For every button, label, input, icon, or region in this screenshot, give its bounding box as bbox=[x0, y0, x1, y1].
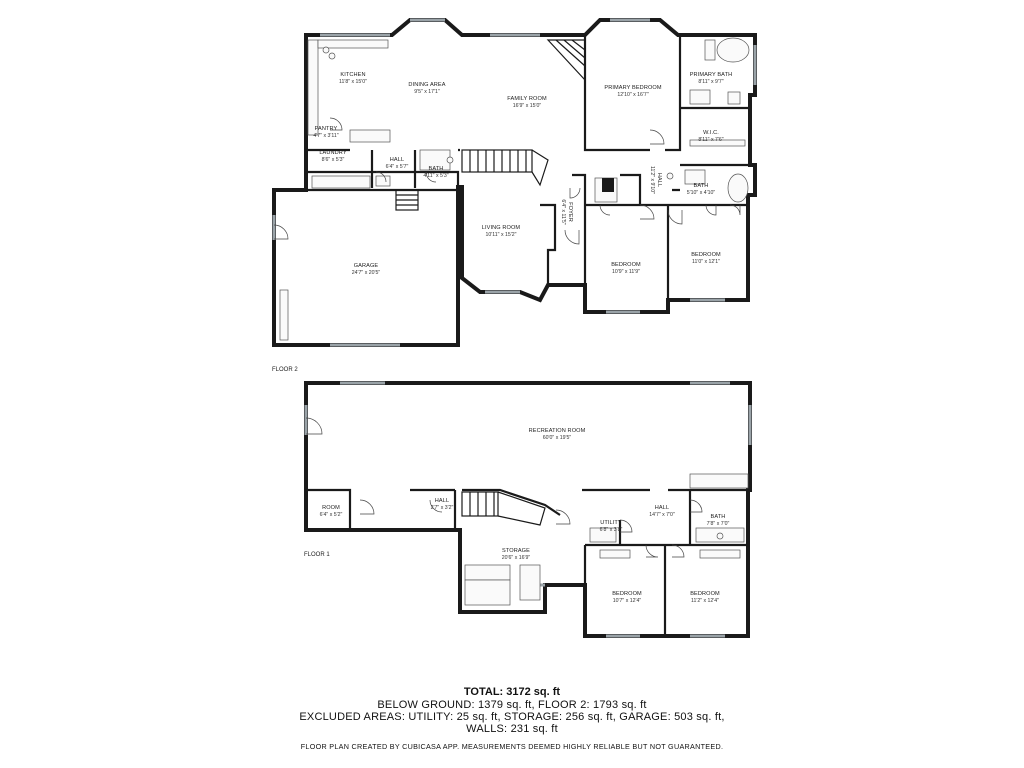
room-name: ROOM bbox=[322, 505, 340, 511]
floor1-room-labels: RECREATION ROOM 60'0" x 19'5" ROOM 6'4" … bbox=[320, 428, 730, 604]
room-name: BEDROOM bbox=[612, 591, 642, 597]
room-dim: 10'9" x 11'9" bbox=[612, 269, 640, 275]
room-dim: 8'6" x 5'3" bbox=[322, 157, 345, 163]
area-breakdown-line2: EXCLUDED AREAS: UTILITY: 25 sq. ft, STOR… bbox=[299, 711, 725, 723]
floor1-plan: RECREATION ROOM 60'0" x 19'5" ROOM 6'4" … bbox=[304, 381, 752, 638]
area-breakdown-line3: WALLS: 231 sq. ft bbox=[466, 723, 558, 735]
room-dim: 11'2" x 9'10" bbox=[649, 166, 655, 194]
room-name: DINING AREA bbox=[408, 82, 445, 88]
room-dim: 7'8" x 7'0" bbox=[707, 521, 730, 527]
floor1-outer-wall bbox=[304, 381, 752, 638]
room-dim: 10'7" x 12'4" bbox=[613, 598, 642, 604]
floor2-interior-walls bbox=[304, 35, 755, 312]
room-name: HALL bbox=[656, 173, 662, 187]
room-dim: 4'11" x 5'3" bbox=[423, 173, 448, 179]
room-name: UTILITY bbox=[600, 520, 622, 526]
room-name: RECREATION ROOM bbox=[529, 428, 586, 434]
room-dim: 8'11" x 9'7" bbox=[698, 79, 723, 85]
room-name: LAUNDRY bbox=[319, 150, 346, 156]
room-dim: 6'4" x 5'2" bbox=[320, 512, 343, 518]
room-name: STORAGE bbox=[502, 548, 530, 554]
floor1-interior-walls bbox=[306, 488, 750, 636]
room-dim: 10'11" x 15'2" bbox=[486, 232, 517, 238]
room-dim: 14'7" x 7'0" bbox=[649, 512, 675, 518]
room-dim: 20'6" x 16'9" bbox=[502, 555, 531, 561]
disclaimer: FLOOR PLAN CREATED BY CUBICASA APP. MEAS… bbox=[300, 742, 724, 751]
room-name: FOYER bbox=[567, 202, 573, 222]
room-name: PRIMARY BATH bbox=[690, 72, 733, 78]
room-dim: 8'11" x 7'6" bbox=[698, 137, 723, 143]
floor2-plan: KITCHEN 11'8" x 15'0" DINING AREA 9'5" x… bbox=[272, 18, 757, 373]
room-name: BATH bbox=[429, 166, 444, 172]
floor2-fixtures bbox=[279, 37, 750, 341]
room-name: BEDROOM bbox=[691, 252, 721, 258]
floor2-room-labels: KITCHEN 11'8" x 15'0" DINING AREA 9'5" x… bbox=[313, 72, 732, 276]
total-area: TOTAL: 3172 sq. ft bbox=[463, 686, 561, 698]
room-name: GARAGE bbox=[354, 263, 379, 269]
room-dim: 11'8" x 15'0" bbox=[339, 79, 367, 85]
room-dim: 5'10" x 4'10" bbox=[687, 190, 716, 196]
room-dim: 6'4" x 5'7" bbox=[386, 164, 409, 170]
room-name: BATH bbox=[694, 183, 709, 189]
floor2-doors bbox=[273, 117, 741, 245]
room-name: HALL bbox=[435, 498, 449, 504]
room-name: FAMILY ROOM bbox=[507, 96, 547, 102]
room-dim: 6'8" x 3'8" bbox=[600, 527, 623, 533]
floor1-doors bbox=[305, 417, 703, 558]
room-dim: 4'7" x 3'11" bbox=[313, 133, 338, 139]
room-name: W.I.C. bbox=[703, 130, 719, 136]
room-name: BEDROOM bbox=[690, 591, 720, 597]
room-dim: 6'4" x 11'5" bbox=[560, 199, 566, 224]
room-dim: 9'5" x 17'1" bbox=[414, 89, 440, 95]
room-name: HALL bbox=[655, 505, 669, 511]
area-breakdown-line1: BELOW GROUND: 1379 sq. ft, FLOOR 2: 1793… bbox=[377, 699, 647, 711]
room-name: PANTRY bbox=[315, 126, 338, 132]
room-name: KITCHEN bbox=[340, 72, 365, 78]
floor1-fixtures bbox=[464, 473, 749, 606]
room-name: PRIMARY BEDROOM bbox=[604, 85, 661, 91]
room-dim: 11'2" x 12'4" bbox=[691, 598, 719, 604]
room-name: LIVING ROOM bbox=[482, 225, 521, 231]
floor2-label: FLOOR 2 bbox=[272, 367, 298, 373]
room-dim: 11'0" x 12'1" bbox=[692, 259, 720, 265]
floor1-stairs bbox=[461, 491, 546, 526]
floor2-outer-wall bbox=[272, 18, 757, 347]
room-dim: 2'7" x 3'2" bbox=[431, 505, 454, 511]
room-name: HALL bbox=[390, 157, 404, 163]
room-dim: 12'10" x 16'7" bbox=[617, 92, 648, 98]
floor2-stairs bbox=[395, 39, 586, 211]
room-dim: 24'7" x 20'5" bbox=[352, 270, 381, 276]
room-name: BATH bbox=[711, 514, 726, 520]
room-dim: 60'0" x 19'5" bbox=[543, 435, 572, 441]
room-dim: 16'9" x 15'0" bbox=[513, 103, 542, 109]
room-name: BEDROOM bbox=[611, 262, 641, 268]
floor1-label: FLOOR 1 bbox=[304, 552, 330, 558]
